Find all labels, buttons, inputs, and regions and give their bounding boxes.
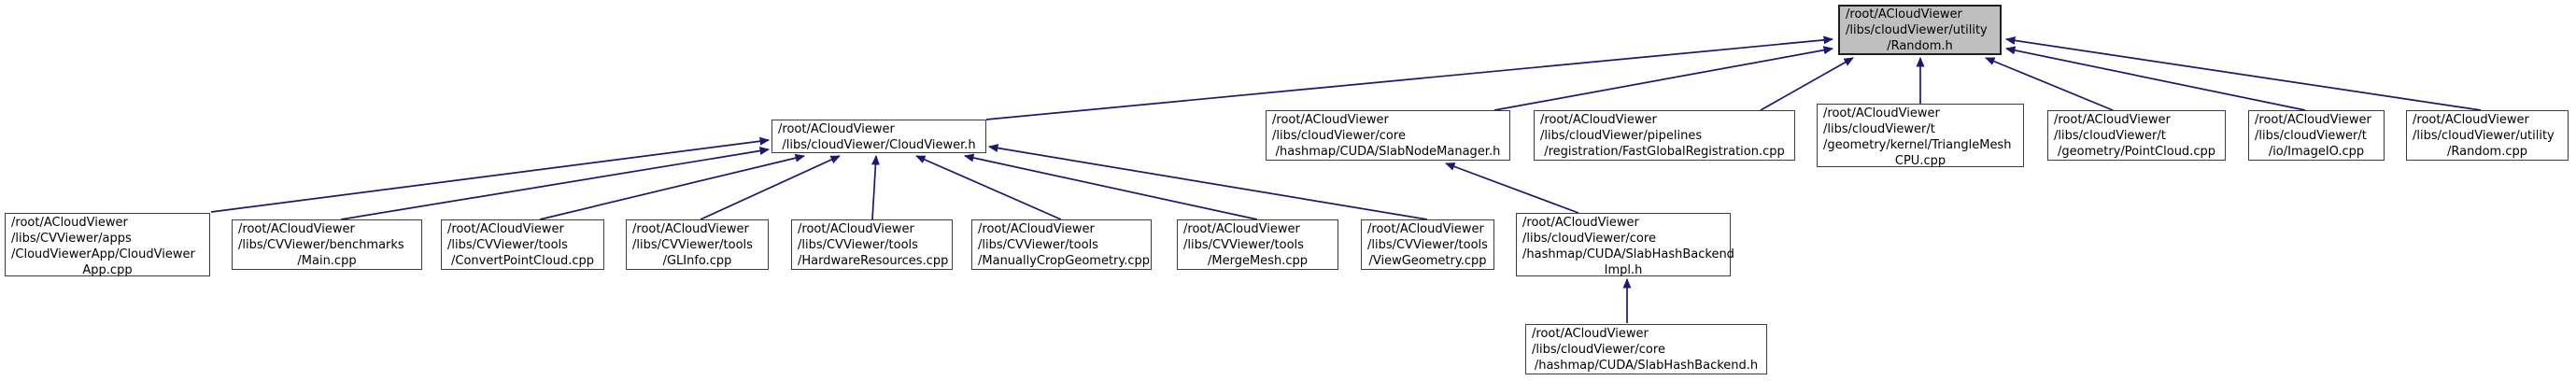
node-random-h[interactable]: /root/ACloudViewer /libs/cloudViewer/uti… — [1838, 5, 2002, 55]
node-trianglemeshcpu-cpp[interactable]: /root/ACloudViewer /libs/cloudViewer/t /… — [1817, 104, 2024, 168]
node-imageio-cpp[interactable]: /root/ACloudViewer /libs/cloudViewer/t /… — [2248, 110, 2385, 161]
edge-pointcloud-cpp-to-random-h — [1985, 57, 2114, 111]
node-glinfo-cpp[interactable]: /root/ACloudViewer /libs/CVViewer/tools … — [626, 219, 769, 270]
edge-slabhashbackendimpl-h-to-slabnodemanager-h — [1445, 162, 1579, 214]
node-random-cpp[interactable]: /root/ACloudViewer /libs/cloudViewer/uti… — [2406, 110, 2569, 161]
node-slabhashbackendimpl-h[interactable]: /root/ACloudViewer /libs/cloudViewer/cor… — [1516, 213, 1734, 277]
node-cloudviewerapp-cpp[interactable]: /root/ACloudViewer /libs/CVViewer/apps /… — [5, 213, 210, 277]
node-fastglobalregistration-cpp[interactable]: /root/ACloudViewer /libs/cloudViewer/pip… — [1534, 110, 1795, 161]
edge-cloudviewerapp-cpp-to-cloudviewer-h — [210, 136, 770, 213]
node-main-cpp[interactable]: /root/ACloudViewer /libs/CVViewer/benchm… — [232, 219, 422, 270]
node-slabnodemanager-h[interactable]: /root/ACloudViewer /libs/cloudViewer/cor… — [1266, 110, 1510, 161]
edge-fastglobalregistration-cpp-to-random-h — [1760, 57, 1854, 111]
node-slabhashbackend-h[interactable]: /root/ACloudViewer /libs/cloudViewer/cor… — [1525, 324, 1767, 374]
node-pointcloud-cpp[interactable]: /root/ACloudViewer /libs/cloudViewer/t /… — [2047, 110, 2226, 161]
node-viewgeometry-cpp[interactable]: /root/ACloudViewer /libs/CVViewer/tools … — [1361, 219, 1494, 270]
edge-viewgeometry-cpp-to-cloudviewer-h — [988, 144, 1428, 220]
edge-convertpointcloud-cpp-to-cloudviewer-h — [539, 153, 805, 220]
edge-glinfo-cpp-to-cloudviewer-h — [700, 155, 841, 220]
edge-random-cpp-to-random-h — [2005, 35, 2482, 111]
node-manuallycropgeometry-cpp[interactable]: /root/ACloudViewer /libs/CVViewer/tools … — [971, 219, 1152, 270]
edge-cloudviewer-h-to-random-h — [985, 35, 1833, 120]
edge-manuallycropgeometry-cpp-to-cloudviewer-h — [915, 155, 1062, 220]
node-hardwareresources-cpp[interactable]: /root/ACloudViewer /libs/CVViewer/tools … — [791, 219, 953, 270]
edge-imageio-cpp-to-random-h — [2005, 46, 2306, 111]
edge-mergemesh-cpp-to-cloudviewer-h — [964, 153, 1258, 220]
edge-hardwareresources-cpp-to-cloudviewer-h — [870, 155, 880, 220]
edge-main-cpp-to-cloudviewer-h — [340, 147, 770, 220]
node-convertpointcloud-cpp[interactable]: /root/ACloudViewer /libs/CVViewer/tools … — [441, 219, 604, 270]
node-mergemesh-cpp[interactable]: /root/ACloudViewer /libs/CVViewer/tools … — [1177, 219, 1338, 270]
edge-slabnodemanager-h-to-random-h — [1493, 46, 1833, 111]
node-cloudviewer-h[interactable]: /root/ACloudViewer /libs/cloudViewer/Clo… — [771, 120, 986, 153]
